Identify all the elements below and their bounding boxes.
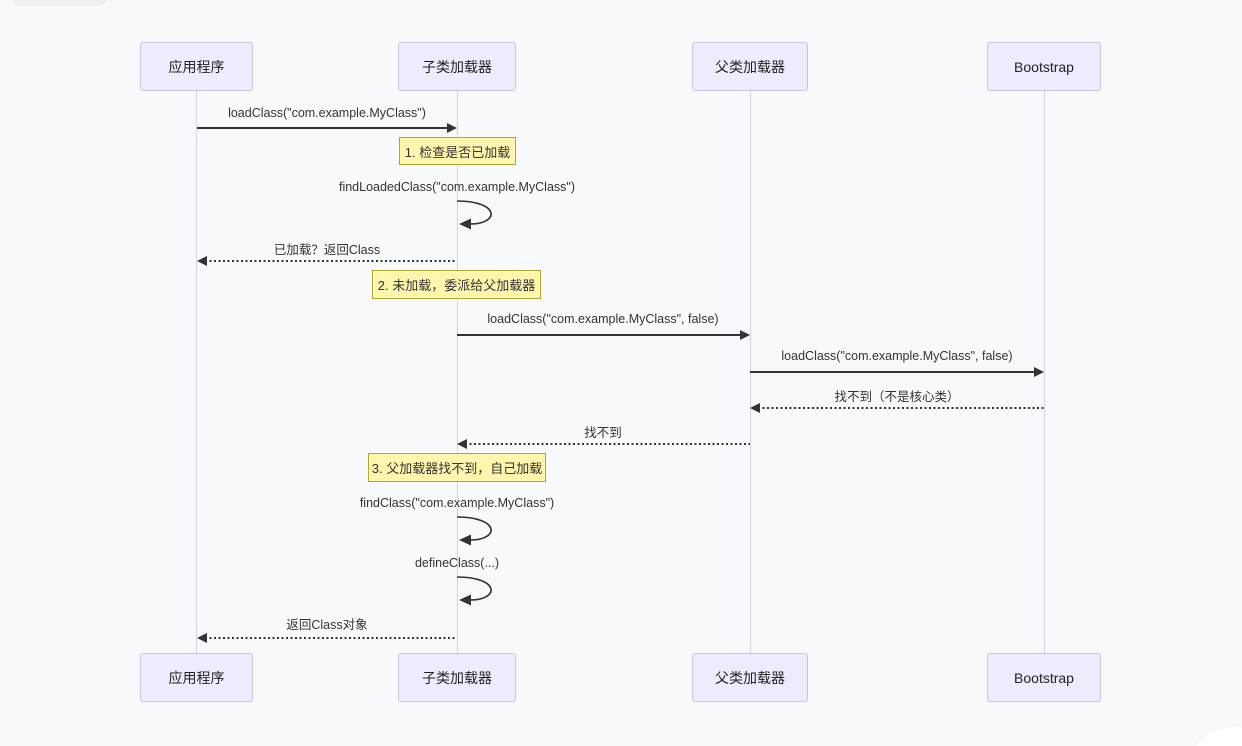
message-arrow-loaded-return: [205, 260, 457, 262]
self-call-loop-icon: [456, 516, 492, 546]
arrowhead-left-icon: [457, 439, 467, 449]
participant-app-top: 应用程序: [140, 42, 253, 91]
participant-bootstrap-top: Bootstrap: [987, 42, 1101, 91]
message-label-loaded-return: 已加载？返回Class: [273, 243, 381, 257]
note-check-loaded: 1. 检查是否已加载: [399, 137, 516, 165]
participant-app-bottom: 应用程序: [140, 653, 253, 702]
arrowhead-right-icon: [1034, 367, 1044, 377]
message-label-findclass: findClass("com.example.MyClass"): [359, 496, 555, 510]
message-arrow-loadclass-parent: [457, 334, 745, 336]
arrowhead-left-icon: [197, 633, 207, 643]
message-label-notfound-core: 找不到（不是核心类）: [834, 390, 960, 404]
arrowhead-left-icon: [197, 256, 207, 266]
participant-child-loader-bottom: 子类加载器: [398, 653, 516, 702]
lifeline-bootstrap: [1044, 91, 1045, 653]
message-label-loadclass: loadClass("com.example.MyClass"): [228, 106, 426, 120]
self-call-loop-icon: [456, 576, 492, 606]
bottom-right-partial-circle: [1186, 727, 1242, 746]
note-load-self: 3. 父加载器找不到，自己加载: [368, 453, 546, 482]
arrowhead-left-icon: [750, 403, 760, 413]
message-label-findloadedclass: findLoadedClass("com.example.MyClass"): [338, 180, 576, 194]
message-arrow-notfound: [465, 443, 750, 445]
participant-parent-loader-bottom: 父类加载器: [692, 653, 808, 702]
message-label-defineclass: defineClass(...): [414, 556, 500, 570]
note-delegate-parent: 2. 未加载，委派给父加载器: [372, 270, 541, 299]
self-call-loop-icon: [456, 200, 492, 230]
message-arrow-loadclass: [197, 127, 452, 129]
lifeline-child-loader: [457, 91, 458, 653]
participant-child-loader-top: 子类加载器: [398, 42, 516, 91]
message-label-notfound: 找不到: [584, 426, 622, 440]
top-left-partial-element: [10, 0, 108, 6]
arrowhead-right-icon: [740, 330, 750, 340]
message-arrow-notfound-core: [758, 407, 1044, 409]
message-label-loadclass-bootstrap: loadClass("com.example.MyClass", false): [781, 349, 1013, 363]
lifeline-app: [196, 91, 197, 653]
message-label-return-class: 返回Class对象: [286, 618, 368, 632]
participant-parent-loader-top: 父类加载器: [692, 42, 808, 91]
arrowhead-right-icon: [447, 123, 457, 133]
participant-bootstrap-bottom: Bootstrap: [987, 653, 1101, 702]
message-label-loadclass-parent: loadClass("com.example.MyClass", false): [487, 312, 719, 326]
message-arrow-loadclass-bootstrap: [750, 371, 1039, 373]
message-arrow-return-class: [205, 637, 457, 639]
